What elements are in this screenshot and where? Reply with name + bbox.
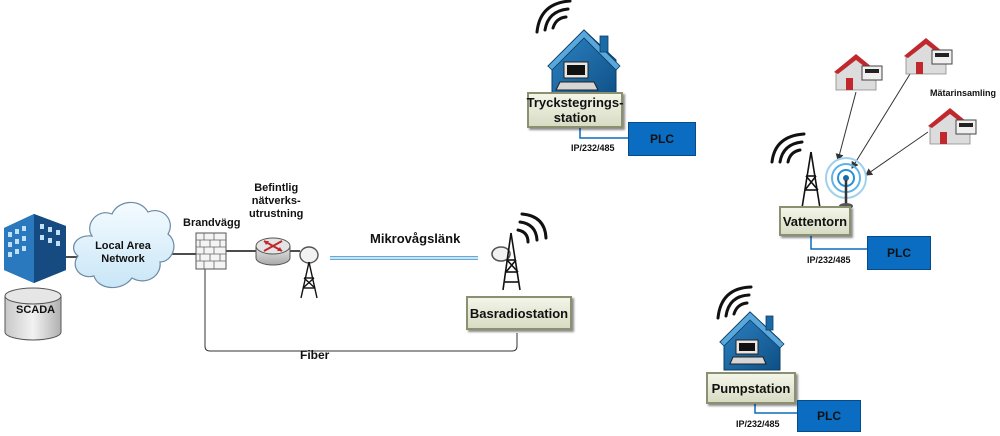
water-tower-plc-box: PLC (867, 236, 931, 270)
water-tower-box: Vattentorn (779, 206, 851, 236)
pump-station-label: Pumpstation (711, 380, 791, 396)
booster-plc-box: PLC (628, 122, 696, 156)
booster-station-label-line1: Tryckstegrings- (526, 95, 624, 110)
booster-station-label-line2: station (553, 110, 597, 125)
base-station-signal-icon (516, 212, 548, 244)
microwave-link-label: Mikrovågslänk (370, 231, 461, 246)
network-tower-icon (299, 246, 319, 299)
pump-plc-box: PLC (797, 400, 861, 432)
booster-plc-label: PLC (650, 132, 674, 146)
booster-house-icon (547, 29, 621, 101)
pump-plc-label: PLC (817, 409, 841, 423)
lan-label-line2: Network (101, 253, 145, 265)
lan-label: Local Area Network (88, 240, 158, 266)
base-station-box: Basradiostation (466, 296, 572, 330)
pump-signal-icon (716, 285, 753, 320)
meter-house-icon-2 (904, 38, 953, 75)
booster-station-box: Tryckstegrings- station (527, 92, 623, 128)
router-icon (255, 237, 291, 266)
water-tower-signal-icon (770, 132, 806, 164)
lan-label-line1: Local Area (95, 240, 151, 252)
network-equipment-label: Befintlig nätverks- utrustning (249, 182, 303, 221)
connections (64, 73, 929, 414)
booster-interface-label: IP/232/485 (571, 143, 615, 153)
pump-house-icon (719, 311, 785, 371)
firewall-label: Brandvägg (183, 217, 241, 229)
fiber-line (204, 268, 518, 352)
pump-interface-label: IP/232/485 (736, 419, 780, 429)
scada-server-icon (4, 214, 66, 283)
wireless-antenna-icon (825, 157, 867, 209)
meter-house-icon-3 (928, 108, 977, 145)
water-tower-interface-label: IP/232/485 (807, 255, 851, 265)
lan-cloud (73, 201, 175, 289)
firewall-icon (195, 232, 227, 270)
scada-label: SCADA (16, 304, 56, 316)
water-tower-icon (801, 151, 821, 209)
base-station-label: Basradiostation (469, 305, 569, 321)
scada-database-icon (4, 287, 62, 341)
pump-station-box: Pumpstation (706, 372, 796, 404)
booster-signal-icon (535, 0, 572, 34)
network-equipment-line3: utrustning (249, 208, 304, 220)
meter-arrow-3 (865, 131, 929, 176)
water-tower-plc-label: PLC (887, 246, 911, 260)
meter-collection-label: Mätarinsamling (930, 88, 997, 98)
booster-plc-connector (579, 125, 628, 139)
water-tower-label: Vattentorn (782, 213, 848, 229)
fiber-label: Fiber (300, 348, 330, 362)
meter-arrow-2 (851, 73, 911, 169)
tower-plc-connector (810, 232, 867, 250)
network-equipment-line2: nätverks- (251, 195, 301, 207)
meter-house-icon-1 (834, 54, 883, 91)
base-station-tower-icon (491, 232, 521, 291)
meter-arrow-1 (835, 91, 857, 161)
pump-plc-connector (754, 400, 797, 414)
network-equipment-line1: Befintlig (254, 182, 299, 194)
